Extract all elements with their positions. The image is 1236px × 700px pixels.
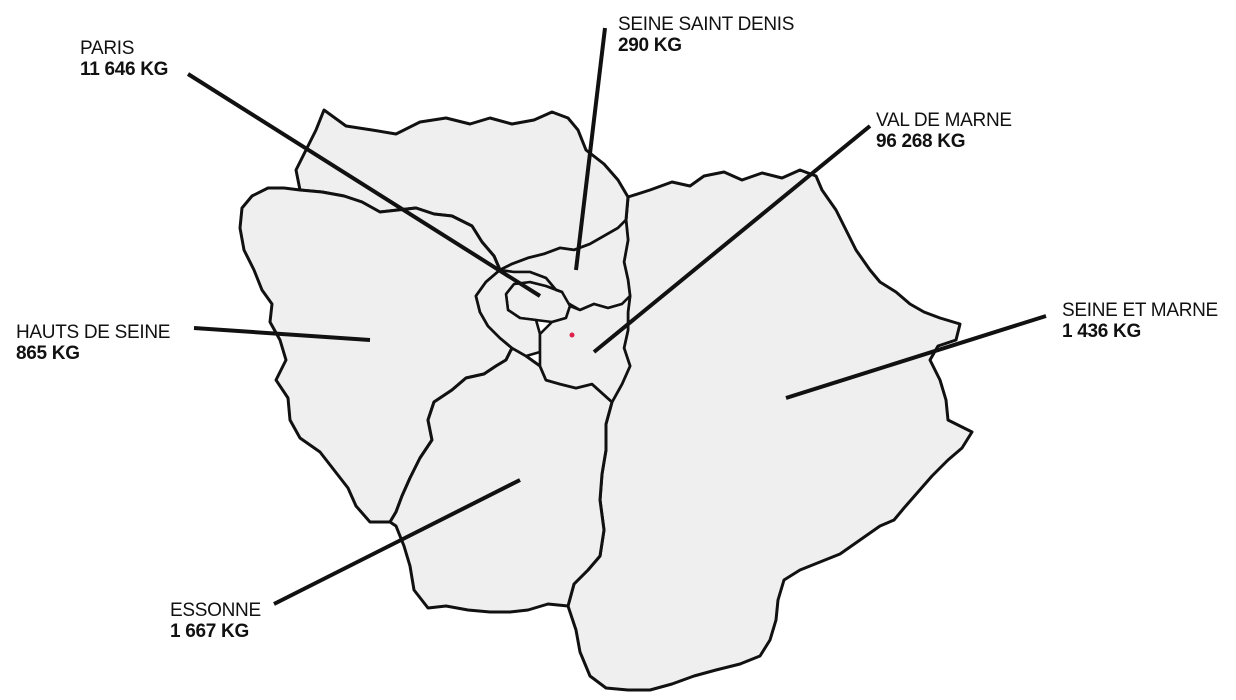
label-hauts-de-seine: HAUTS DE SEINE 865 KG: [16, 322, 170, 364]
label-seine-saint-denis: SEINE SAINT DENIS 290 KG: [618, 14, 794, 56]
location-marker: [569, 332, 575, 338]
label-val-de-marne: VAL DE MARNE 96 268 KG: [876, 110, 1012, 152]
leader-essonne: [273, 478, 521, 606]
region-inner-ring[interactable]: [474, 268, 564, 358]
seine-et-marne-name: SEINE ET MARNE: [1062, 300, 1218, 321]
essonne-value: 1 667 KG: [170, 621, 249, 642]
leader-val-de-marne: [592, 124, 872, 354]
hauts-de-seine-value: 865 KG: [16, 343, 80, 364]
seine-saint-denis-value: 290 KG: [618, 35, 682, 56]
leader-hauts-de-seine: [193, 326, 371, 342]
leader-paris: [186, 72, 542, 298]
val-de-marne-value: 96 268 KG: [876, 131, 966, 152]
leader-seine-saint-denis: [574, 27, 607, 271]
essonne-name: ESSONNE: [170, 600, 261, 621]
paris-name: PARIS: [80, 38, 135, 59]
label-essonne: ESSONNE 1 667 KG: [170, 600, 261, 642]
paris-value: 11 646 KG: [80, 59, 169, 80]
hauts-de-seine-name: HAUTS DE SEINE: [16, 322, 171, 343]
label-paris: PARIS 11 646 KG: [80, 38, 168, 80]
label-seine-et-marne: SEINE ET MARNE 1 436 KG: [1062, 300, 1218, 342]
leader-seine-et-marne: [785, 314, 1047, 400]
seine-et-marne-value: 1 436 KG: [1062, 321, 1141, 342]
region-seine-et-marne[interactable]: [566, 168, 974, 692]
seine-saint-denis-name: SEINE SAINT DENIS: [618, 14, 795, 35]
val-de-marne-name: VAL DE MARNE: [876, 110, 1012, 131]
region-val-de-marne[interactable]: [538, 294, 632, 404]
